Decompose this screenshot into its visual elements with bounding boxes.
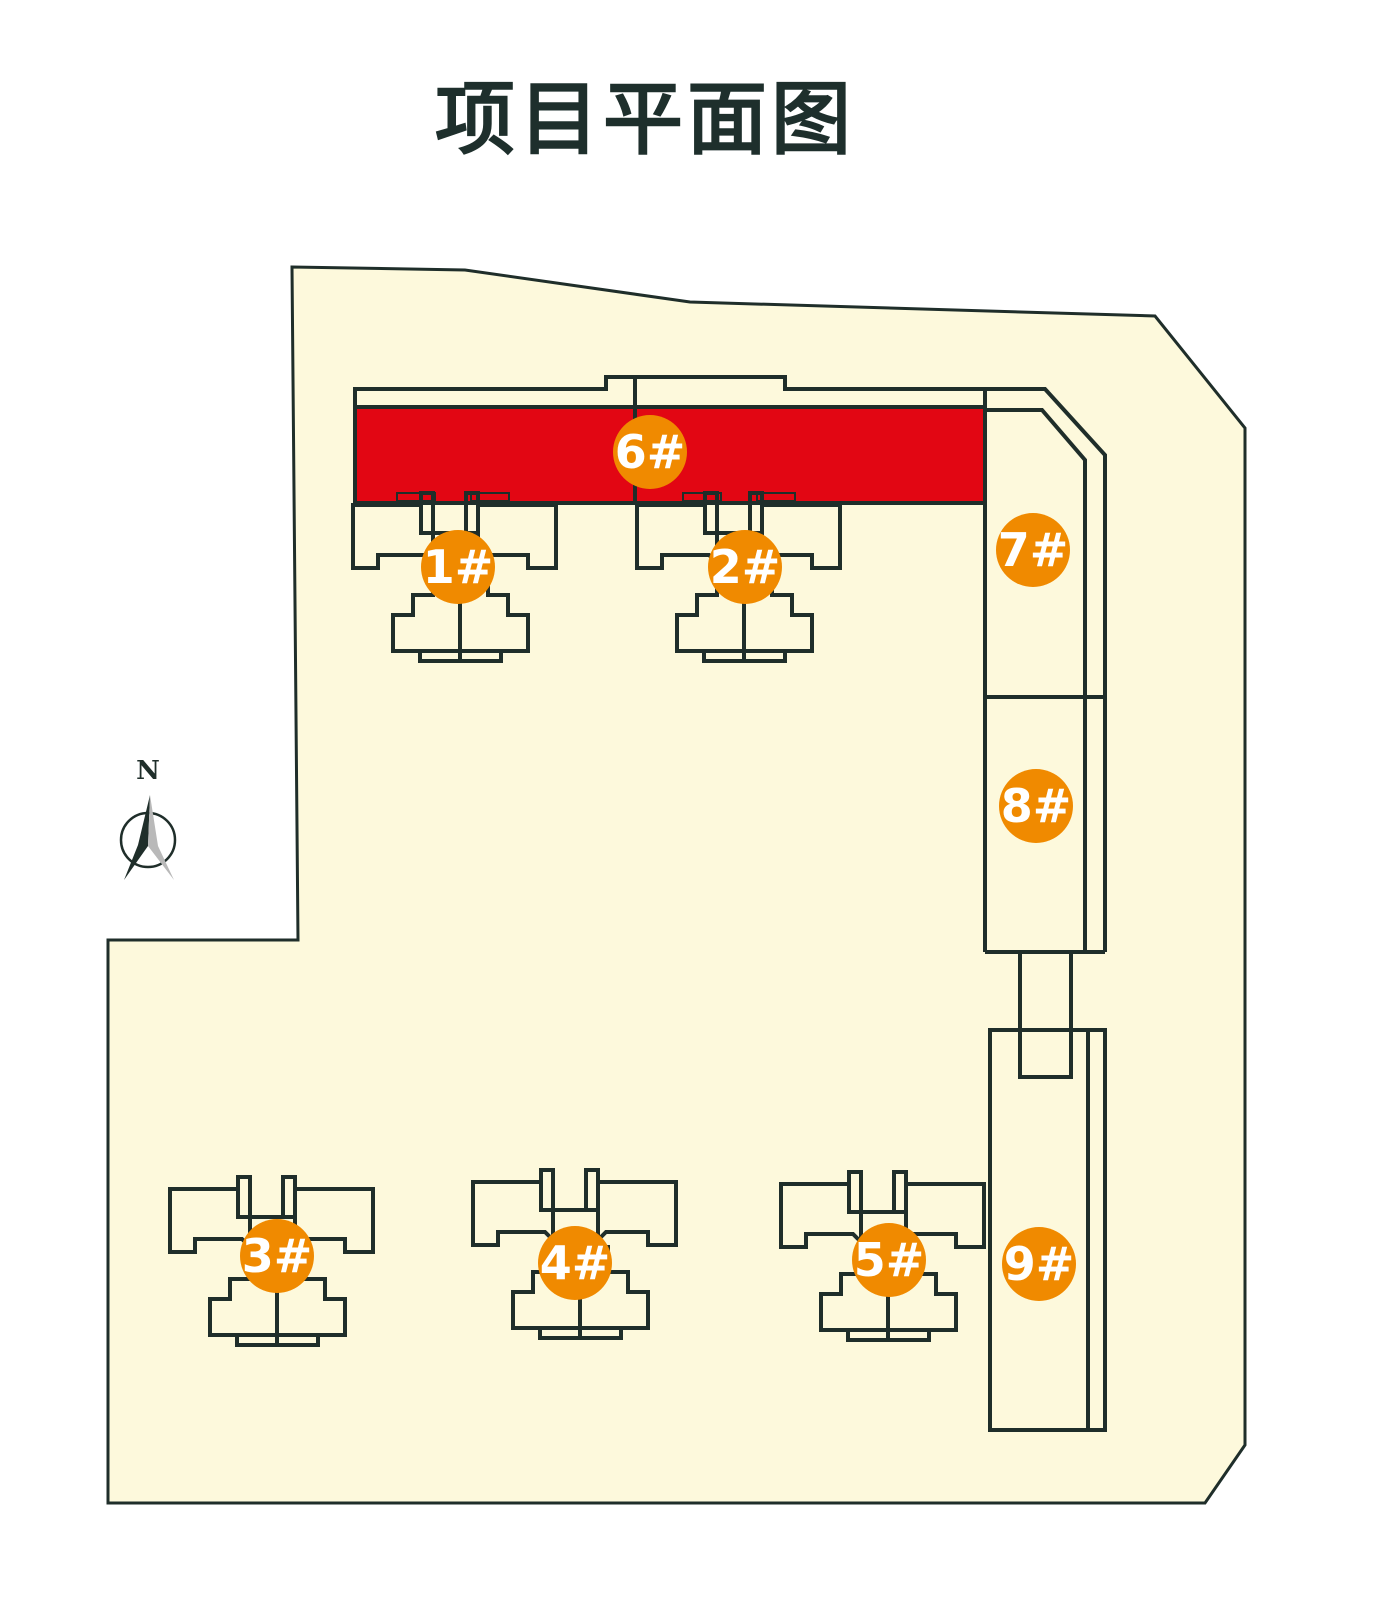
building-8[interactable] bbox=[983, 697, 1107, 954]
badge-label: 3# bbox=[242, 1229, 313, 1283]
badge-label: 7# bbox=[998, 523, 1069, 577]
badge-circle bbox=[996, 513, 1070, 587]
badge-circle bbox=[708, 530, 782, 604]
building-label-badge[interactable]: 9# bbox=[1002, 1227, 1076, 1301]
badge-circle bbox=[240, 1219, 314, 1293]
building-label-badge[interactable]: 5# bbox=[852, 1223, 926, 1297]
badge-label: 6# bbox=[615, 425, 686, 479]
site-boundary bbox=[106, 265, 1247, 1505]
badge-circle bbox=[999, 769, 1073, 843]
north-compass: N bbox=[119, 756, 177, 880]
building-label-badge[interactable]: 1# bbox=[421, 530, 495, 604]
compass-needle-light bbox=[148, 795, 174, 880]
badge-circle bbox=[538, 1226, 612, 1300]
badge-circle bbox=[1002, 1227, 1076, 1301]
building-label-badge[interactable]: 6# bbox=[613, 415, 687, 489]
badge-label: 9# bbox=[1004, 1237, 1075, 1291]
building-7[interactable] bbox=[983, 387, 1107, 699]
building-label-badge[interactable]: 8# bbox=[999, 769, 1073, 843]
badge-label: 5# bbox=[854, 1233, 925, 1287]
badge-circle bbox=[421, 530, 495, 604]
page-title: 项目平面图 bbox=[435, 73, 855, 166]
badge-label: 1# bbox=[423, 540, 494, 594]
compass-needle-dark bbox=[124, 795, 150, 880]
badge-label: 2# bbox=[710, 540, 781, 594]
badge-circle bbox=[613, 415, 687, 489]
building-9[interactable] bbox=[988, 1028, 1107, 1432]
building-label-badge[interactable]: 3# bbox=[240, 1219, 314, 1293]
badge-label: 4# bbox=[540, 1236, 611, 1290]
building-label-badge[interactable]: 7# bbox=[996, 513, 1070, 587]
building-label-badge[interactable]: 4# bbox=[538, 1226, 612, 1300]
building-label-badge[interactable]: 2# bbox=[708, 530, 782, 604]
connector-8-9 bbox=[1018, 950, 1073, 1079]
north-label: N bbox=[136, 756, 160, 786]
badge-circle bbox=[852, 1223, 926, 1297]
badge-label: 8# bbox=[1001, 779, 1072, 833]
